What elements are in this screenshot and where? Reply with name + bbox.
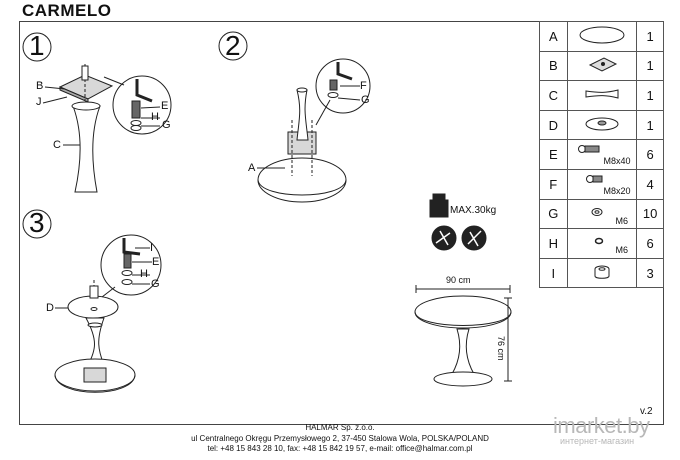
part-qty: 3 <box>636 257 664 289</box>
part-qty: 6 <box>636 139 664 170</box>
part-qty: 1 <box>636 109 664 141</box>
label-step3-H: H <box>140 268 148 280</box>
label-step3-I: I <box>150 242 154 254</box>
base-disc-icon <box>585 117 619 131</box>
product-title: CARMELO <box>22 1 112 20</box>
mounting-plate-icon <box>588 57 618 72</box>
column-leg-icon <box>585 89 619 99</box>
spring-washer-icon <box>594 237 603 245</box>
label-step1-G: G <box>162 119 171 131</box>
width-dimension: 90 cm <box>446 275 471 285</box>
step-2-illustration <box>218 31 371 203</box>
label-step2-A: A <box>248 162 256 174</box>
part-picture: M6 <box>566 228 638 259</box>
parts-row-E: E M8x40 6 <box>539 139 664 170</box>
footer-company: HALMAR Sp. z.o.o. <box>305 423 375 432</box>
parts-row-F: F M8x20 4 <box>539 168 664 200</box>
part-spec: M6 <box>615 215 629 226</box>
part-qty: 1 <box>636 80 664 111</box>
part-letter: A <box>539 21 568 52</box>
step-3-number: 3 <box>29 207 45 238</box>
footer-address: ul Centralnego Okręgu Przemysłowego 2, 3… <box>191 433 489 443</box>
parts-row-D: D 1 <box>539 109 664 141</box>
part-letter: F <box>539 168 568 200</box>
label-step3-D: D <box>46 302 54 314</box>
part-qty: 4 <box>636 168 664 200</box>
no-standing-icon <box>461 225 487 251</box>
parts-row-G: G M6 10 <box>539 198 664 230</box>
part-qty: 1 <box>636 50 664 82</box>
part-letter: E <box>539 139 568 170</box>
hex-key-icon <box>594 265 610 279</box>
watermark-brand: imarket.by <box>553 413 650 438</box>
step-1-number: 1 <box>29 30 45 61</box>
bolt-long-icon <box>577 145 600 154</box>
part-letter: C <box>539 80 568 111</box>
label-step1-C: C <box>53 139 61 151</box>
label-step1-B: B <box>36 80 44 92</box>
washer-icon <box>591 207 603 216</box>
parts-table: A 1 B 1 C 1 D 1 E M8x40 6 F <box>539 21 664 289</box>
part-letter: I <box>539 257 568 289</box>
label-step3-G: G <box>151 278 160 290</box>
step-1-illustration <box>22 32 172 193</box>
parts-row-H: H M6 6 <box>539 228 664 259</box>
part-qty: 6 <box>636 228 664 259</box>
part-spec: M8x40 <box>603 156 631 167</box>
part-letter: B <box>539 50 568 82</box>
label-step3-E: E <box>152 256 160 268</box>
step-3-illustration <box>22 209 162 393</box>
part-picture <box>566 257 638 289</box>
label-step1-E: E <box>161 100 169 112</box>
part-letter: H <box>539 228 568 259</box>
part-picture: M8x40 <box>566 139 638 170</box>
label-step2-G: G <box>361 94 370 106</box>
label-step1-H: H <box>151 111 159 123</box>
instruction-frame <box>19 21 664 425</box>
no-sitting-icon <box>431 225 457 251</box>
parts-row-C: C 1 <box>539 80 664 111</box>
part-picture <box>566 21 638 52</box>
bolt-short-icon <box>585 174 603 183</box>
step-2-number: 2 <box>225 30 241 61</box>
part-letter: D <box>539 109 568 141</box>
part-picture: M8x20 <box>566 168 638 200</box>
footer: HALMAR Sp. z.o.o. ul Centralnego Okręgu … <box>0 423 680 455</box>
parts-row-A: A 1 <box>539 21 664 52</box>
watermark-subtitle: интернет-магазин <box>560 436 635 446</box>
height-dimension: 76 cm <box>496 336 506 361</box>
dimension-drawing <box>414 285 512 387</box>
label-step1-J: J <box>36 96 42 108</box>
part-spec: M8x20 <box>603 185 631 196</box>
part-picture <box>566 50 638 82</box>
weight-icon <box>429 193 449 218</box>
label-step2-F: F <box>360 80 367 92</box>
parts-row-B: B 1 <box>539 50 664 82</box>
parts-row-I: I 3 <box>539 257 664 289</box>
part-picture <box>566 80 638 111</box>
part-picture: M6 <box>566 198 638 230</box>
part-qty: 1 <box>636 21 664 52</box>
part-qty: 10 <box>636 198 664 230</box>
part-spec: M6 <box>615 245 629 256</box>
max-load-label: MAX.30kg <box>450 205 497 216</box>
part-picture <box>566 109 638 141</box>
part-letter: G <box>539 198 568 230</box>
footer-contact: tel: +48 15 843 28 10, fax: +48 15 842 1… <box>207 444 473 453</box>
tabletop-disc-icon <box>579 26 625 44</box>
version-label: v.2 <box>640 406 653 417</box>
